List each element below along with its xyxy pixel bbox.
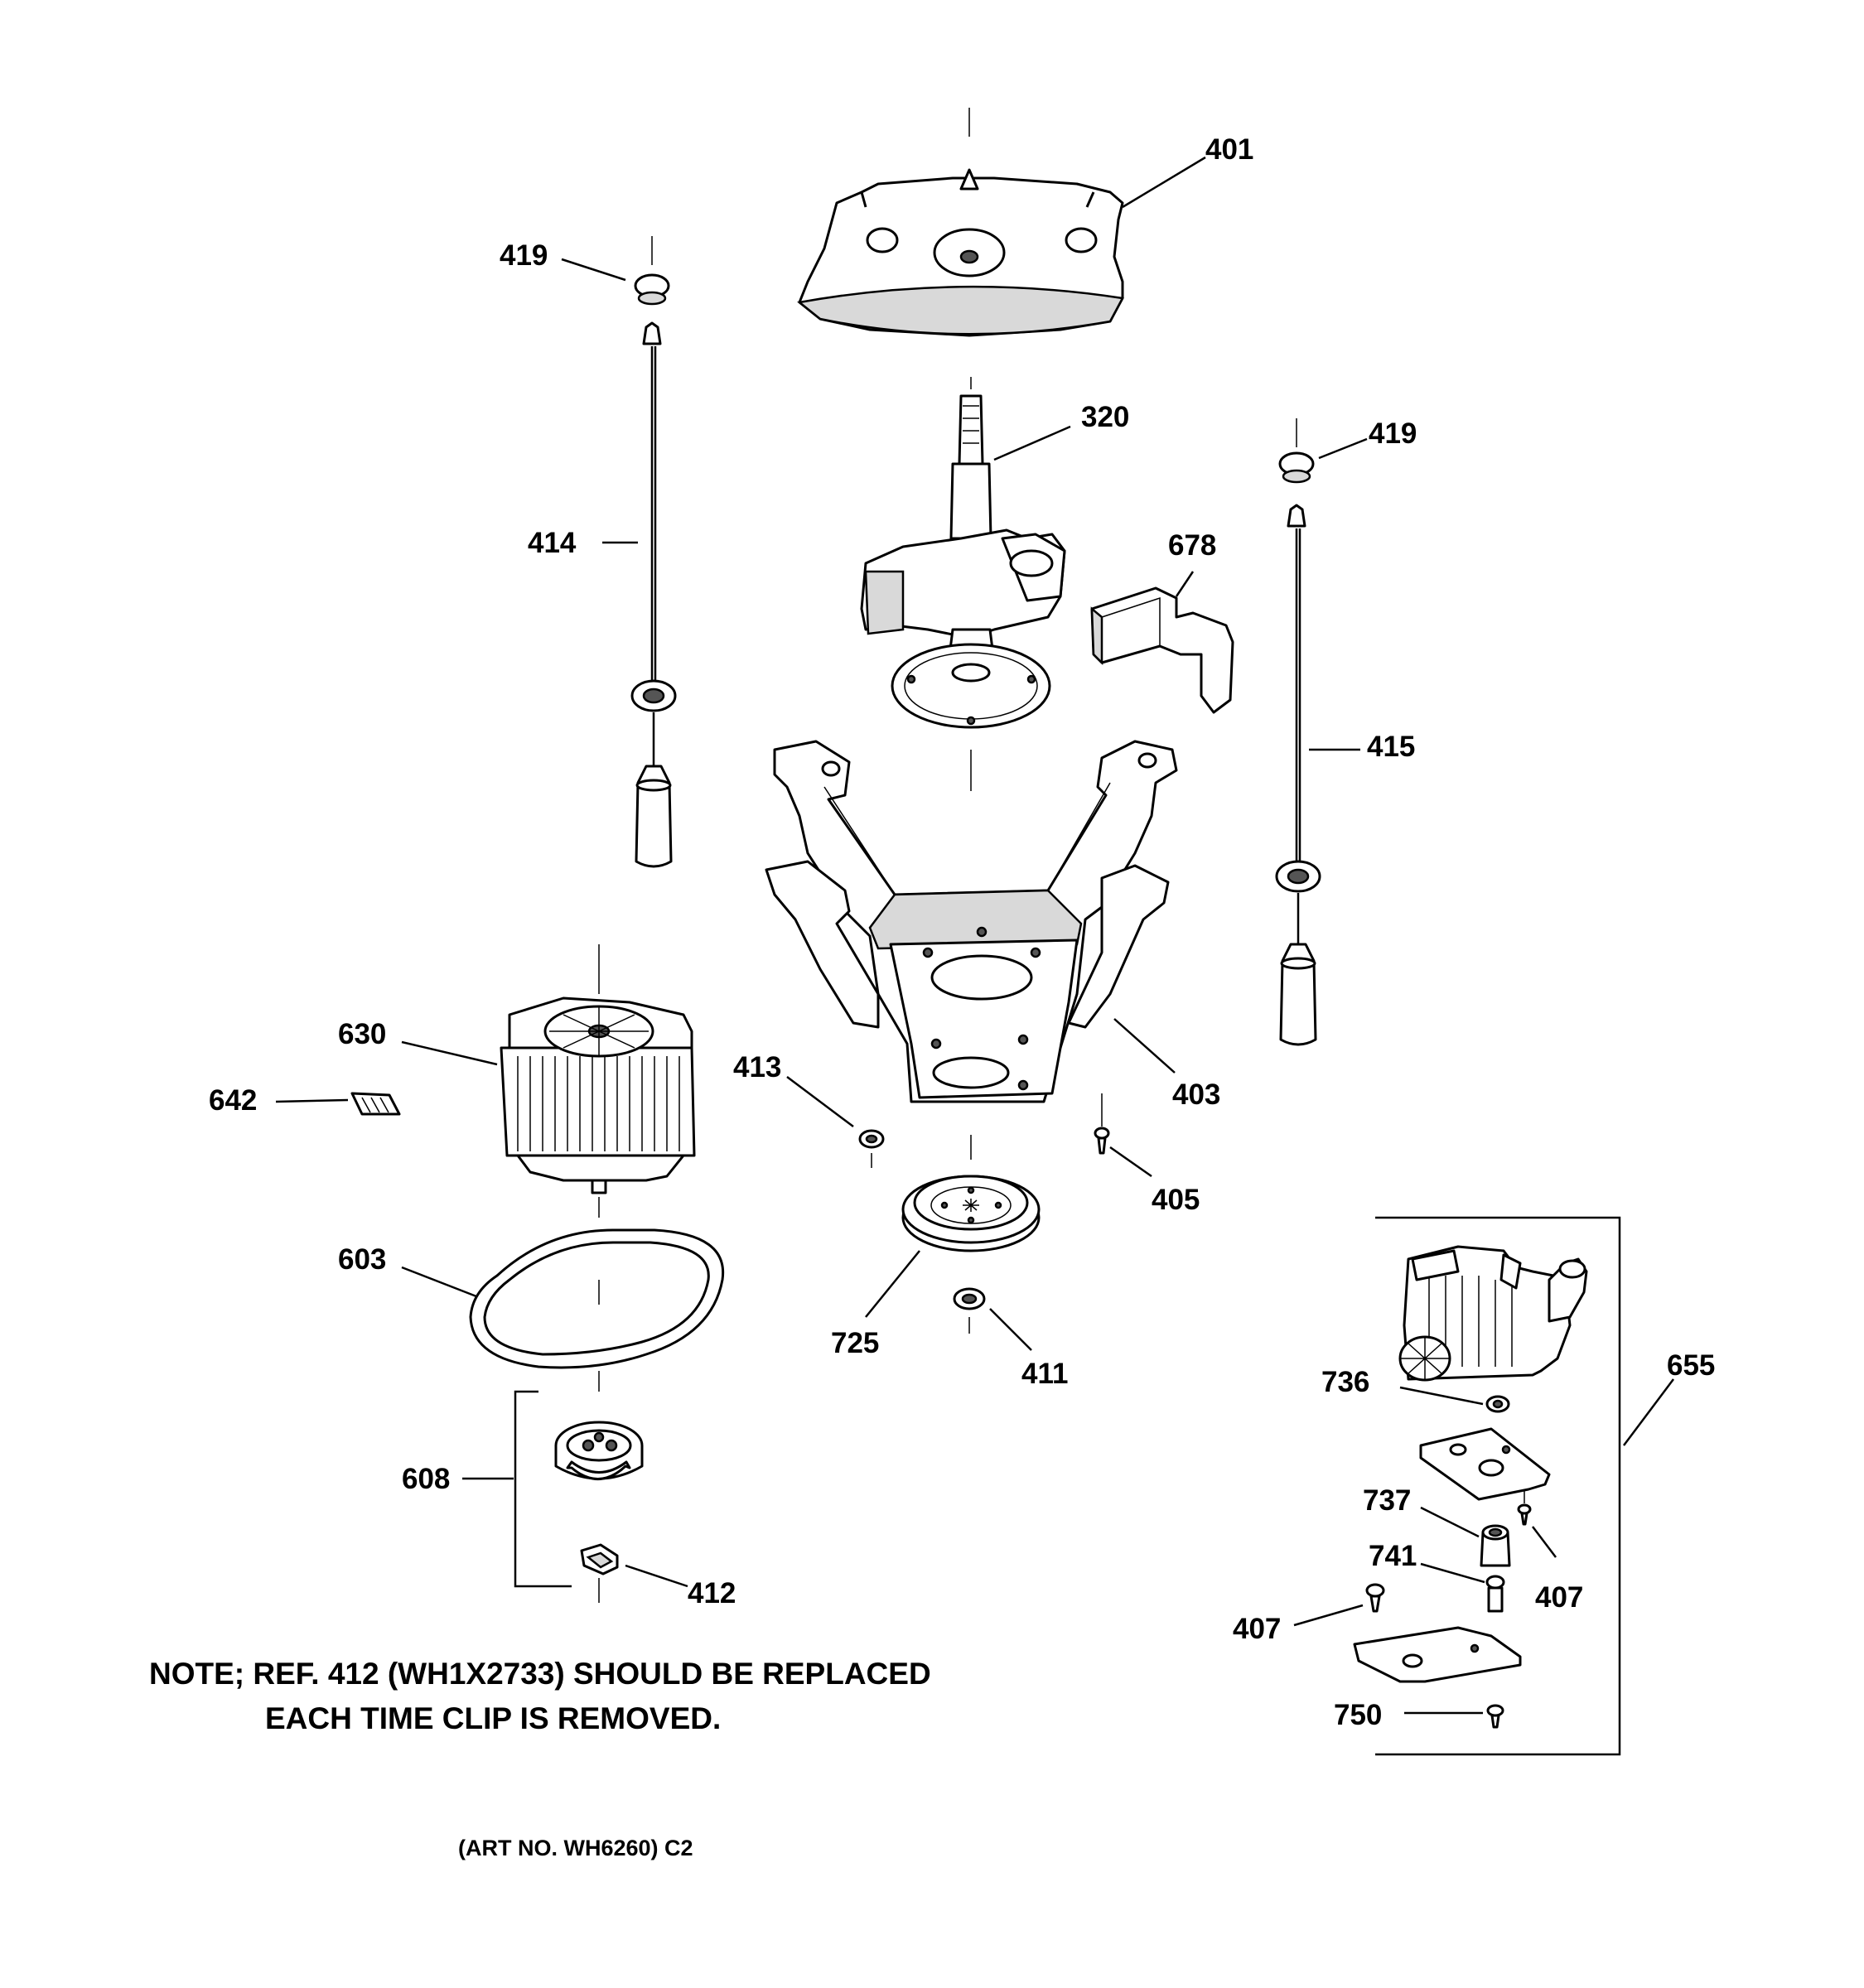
cap-419-left — [561, 236, 670, 306]
motor-pulley-608 — [462, 1390, 644, 1588]
label-608: 608 — [402, 1463, 450, 1495]
frame-403 — [765, 740, 1178, 1103]
label-736: 736 — [1321, 1366, 1369, 1398]
label-412: 412 — [688, 1577, 736, 1609]
label-403: 403 — [1172, 1078, 1220, 1111]
label-630: 630 — [338, 1018, 386, 1050]
label-411: 411 — [1021, 1358, 1068, 1390]
pulley-725 — [865, 1135, 1041, 1318]
pump-assembly-655 — [1293, 1216, 1674, 1756]
label-407-left: 407 — [1233, 1613, 1281, 1645]
label-413: 413 — [733, 1051, 781, 1083]
note-line-1: NOTE; REF. 412 (WH1X2733) SHOULD BE REPL… — [149, 1657, 931, 1691]
nut-413 — [786, 1076, 885, 1168]
nut-411 — [953, 1287, 1032, 1351]
cap-419-right — [1278, 418, 1368, 484]
label-655: 655 — [1667, 1349, 1715, 1382]
label-414: 414 — [528, 527, 577, 559]
label-678: 678 — [1168, 529, 1216, 562]
rod-415 — [1275, 504, 1360, 1046]
note-line-2: EACH TIME CLIP IS REMOVED. — [265, 1701, 721, 1735]
label-603: 603 — [338, 1243, 386, 1276]
label-405: 405 — [1152, 1184, 1200, 1216]
label-415: 415 — [1367, 731, 1415, 763]
clip-412 — [580, 1543, 688, 1603]
cover-401 — [797, 108, 1206, 337]
label-401: 401 — [1205, 133, 1253, 166]
connector-642 — [275, 1092, 401, 1116]
label-419-left: 419 — [500, 239, 548, 272]
label-642: 642 — [209, 1084, 257, 1117]
transmission-320 — [860, 377, 1071, 791]
label-419-right: 419 — [1369, 417, 1417, 450]
label-725: 725 — [831, 1327, 879, 1359]
art-number: (ART NO. WH6260) C2 — [458, 1836, 693, 1860]
motor-630 — [401, 944, 696, 1218]
label-750: 750 — [1334, 1699, 1382, 1731]
label-741: 741 — [1369, 1540, 1417, 1572]
pad-678 — [1090, 571, 1234, 714]
label-737: 737 — [1363, 1484, 1411, 1517]
belt-603 — [401, 1228, 725, 1392]
label-407-right: 407 — [1535, 1581, 1583, 1614]
rod-414 — [602, 321, 677, 868]
label-320: 320 — [1081, 401, 1129, 433]
screw-405 — [1094, 1093, 1152, 1178]
